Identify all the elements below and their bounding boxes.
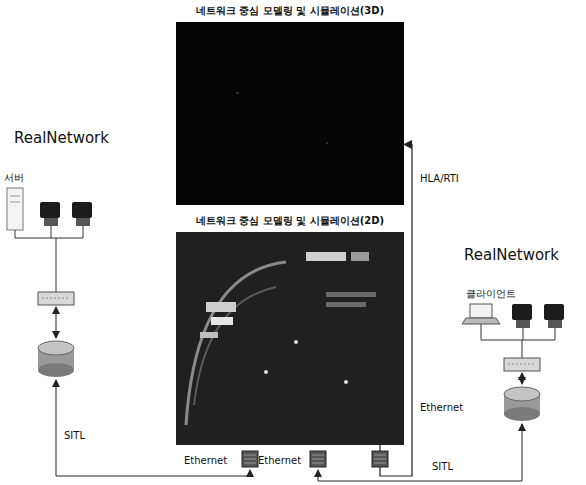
router-top xyxy=(504,387,540,401)
screen-ground xyxy=(176,232,404,445)
lan-wire xyxy=(522,340,523,358)
switch-ports xyxy=(508,364,536,365)
router-top xyxy=(38,341,74,355)
panel-title: 네트워크 중심 모델링 및 시뮬레이션(2D) xyxy=(176,214,404,228)
map-mark xyxy=(326,302,366,307)
map-mark xyxy=(211,317,233,325)
lan-wire xyxy=(83,226,84,238)
laptop-base xyxy=(462,318,500,324)
screen-panel xyxy=(176,22,404,205)
interface-box xyxy=(242,451,258,467)
server-slot xyxy=(10,202,20,203)
server-slot xyxy=(10,196,20,197)
pc-monitor xyxy=(72,202,92,218)
panel-title: 네트워크 중심 모델링 및 시뮬레이션(3D) xyxy=(176,4,404,18)
pc-monitor xyxy=(40,202,60,218)
lan-wire xyxy=(15,230,16,238)
switch-ports xyxy=(42,298,70,299)
link-label: Ethernet xyxy=(184,455,227,467)
pc-base xyxy=(548,320,562,328)
map-dot xyxy=(294,340,298,344)
sim-2d-screen xyxy=(176,232,404,445)
lan-wire xyxy=(51,226,52,238)
link-label: SITL xyxy=(64,430,85,442)
interface-pattern xyxy=(244,455,256,463)
lan-wire xyxy=(56,238,57,292)
link-label: SITL xyxy=(432,461,453,473)
lan-wire xyxy=(555,328,556,340)
switch-icon xyxy=(504,358,540,371)
interface-pattern xyxy=(312,455,324,463)
lan-wire xyxy=(523,328,524,340)
pc-base xyxy=(516,320,530,328)
link-arrow xyxy=(56,307,57,338)
screen-speck xyxy=(236,92,239,94)
map-mark xyxy=(200,332,218,338)
router-base xyxy=(38,363,74,377)
interface-box xyxy=(372,451,388,467)
screen-panel xyxy=(176,232,404,445)
simulation-panel: 네트워크 중심 모델링 및 시뮬레이션(2D) xyxy=(176,214,404,445)
link-label: Ethernet xyxy=(420,402,463,414)
interface-box xyxy=(310,451,326,467)
device-label: 클라이언트 xyxy=(466,288,516,300)
interface-pattern xyxy=(374,455,386,463)
map-dot xyxy=(264,370,268,374)
pc-monitor xyxy=(544,304,564,320)
pc-base xyxy=(76,218,90,226)
switch-icon xyxy=(38,292,74,305)
server-icon xyxy=(7,188,23,230)
simulation-panel: 네트워크 중심 모델링 및 시뮬레이션(3D) xyxy=(176,4,404,205)
link-arrow xyxy=(522,373,523,384)
lan-wire xyxy=(481,324,482,340)
map-mark xyxy=(351,252,369,261)
map-dot xyxy=(344,380,348,384)
link-label: Ethernet xyxy=(258,455,301,467)
pc-base xyxy=(44,218,58,226)
network-name: RealNetwork xyxy=(14,130,109,147)
network-name: RealNetwork xyxy=(464,247,559,264)
lan-wire xyxy=(15,238,83,239)
lan-wire xyxy=(481,340,555,341)
laptop-screen xyxy=(470,304,492,318)
router-base xyxy=(504,407,540,421)
screen-ground xyxy=(176,22,404,205)
device-label: 서버 xyxy=(4,172,24,184)
map-mark xyxy=(326,292,376,297)
globe-arc xyxy=(194,287,276,405)
globe-arc xyxy=(186,262,286,425)
connector-label: HLA/RTI xyxy=(420,173,459,185)
pc-monitor xyxy=(512,304,532,320)
screen-speck xyxy=(326,142,328,144)
sim-3d-screen xyxy=(176,22,404,205)
map-mark xyxy=(306,252,346,261)
map-mark xyxy=(206,302,236,312)
